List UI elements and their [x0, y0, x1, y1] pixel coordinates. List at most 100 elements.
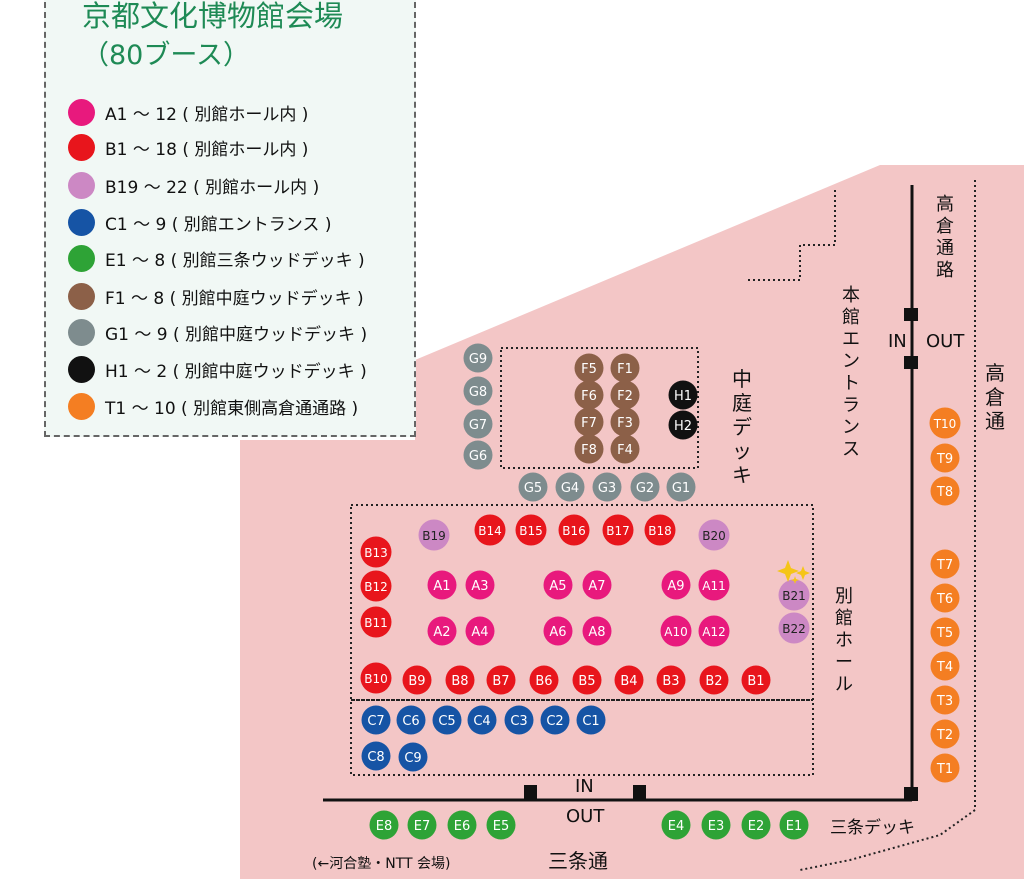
- booth-marker: [929, 407, 961, 439]
- booth-marker: [432, 705, 462, 735]
- booth-marker: [741, 810, 771, 840]
- booth-marker: [576, 705, 606, 735]
- booth-marker: [592, 472, 622, 502]
- booth-label: B20: [702, 529, 726, 543]
- booth-b18[interactable]: B18: [644, 514, 676, 546]
- booth-c7[interactable]: C7: [361, 705, 391, 735]
- booth-b3[interactable]: B3: [656, 665, 686, 695]
- booth-c8[interactable]: C8: [361, 741, 391, 771]
- booth-t8[interactable]: T8: [930, 476, 960, 506]
- booth-b15[interactable]: B15: [515, 514, 547, 546]
- booth-f1[interactable]: F1: [610, 353, 640, 383]
- booth-g3[interactable]: G3: [592, 472, 622, 502]
- booth-f2[interactable]: F2: [610, 380, 640, 410]
- booth-g1[interactable]: G1: [666, 472, 696, 502]
- booth-c3[interactable]: C3: [504, 705, 534, 735]
- booth-t7[interactable]: T7: [930, 549, 960, 579]
- booth-label: T6: [936, 592, 953, 607]
- booth-e8[interactable]: E8: [369, 810, 399, 840]
- booth-t4[interactable]: T4: [930, 651, 960, 681]
- booth-a11[interactable]: A11: [698, 569, 730, 601]
- booth-b17[interactable]: B17: [602, 514, 634, 546]
- booth-c9[interactable]: C9: [398, 742, 428, 772]
- booth-b7[interactable]: B7: [486, 665, 516, 695]
- booth-a9[interactable]: A9: [661, 570, 691, 600]
- booth-marker: [360, 536, 392, 568]
- booth-marker: [644, 514, 676, 546]
- booth-a2[interactable]: A2: [427, 616, 457, 646]
- booth-t1[interactable]: T1: [930, 753, 960, 783]
- booth-a7[interactable]: A7: [582, 570, 612, 600]
- booth-label: G6: [469, 449, 487, 464]
- booth-f8[interactable]: F8: [574, 434, 604, 464]
- booth-t9[interactable]: T9: [930, 443, 960, 473]
- booth-marker: [418, 519, 450, 551]
- booth-f7[interactable]: F7: [574, 407, 604, 437]
- booth-b14[interactable]: B14: [474, 514, 506, 546]
- booth-b4[interactable]: B4: [614, 665, 644, 695]
- booth-f6[interactable]: F6: [574, 380, 604, 410]
- booth-g8[interactable]: G8: [463, 376, 493, 406]
- booth-b22[interactable]: B22: [778, 612, 810, 644]
- booth-b5[interactable]: B5: [572, 665, 602, 695]
- booth-b8[interactable]: B8: [445, 665, 475, 695]
- legend-item: B19 ～ 22 ( 別館ホール内 ): [68, 170, 319, 200]
- booth-b13[interactable]: B13: [360, 536, 392, 568]
- booth-b16[interactable]: B16: [558, 514, 590, 546]
- booth-label: H1: [674, 389, 692, 404]
- booth-g5[interactable]: G5: [518, 472, 548, 502]
- booth-b6[interactable]: B6: [529, 665, 559, 695]
- booth-e1[interactable]: E1: [779, 810, 809, 840]
- booth-marker: [930, 651, 960, 681]
- booth-c5[interactable]: C5: [432, 705, 462, 735]
- booth-e3[interactable]: E3: [701, 810, 731, 840]
- booth-e6[interactable]: E6: [447, 810, 477, 840]
- booth-t2[interactable]: T2: [930, 719, 960, 749]
- booth-marker: [360, 570, 392, 602]
- booth-b1[interactable]: B1: [741, 665, 771, 695]
- booth-g6[interactable]: G6: [463, 440, 493, 470]
- booth-c2[interactable]: C2: [540, 705, 570, 735]
- legend-color-dot: [68, 133, 95, 161]
- booth-b2[interactable]: B2: [699, 665, 729, 695]
- booth-b10[interactable]: B10: [360, 662, 392, 694]
- booth-e5[interactable]: E5: [486, 810, 516, 840]
- booth-t5[interactable]: T5: [930, 617, 960, 647]
- booth-e4[interactable]: E4: [661, 810, 691, 840]
- booth-b9[interactable]: B9: [402, 665, 432, 695]
- booth-g2[interactable]: G2: [630, 472, 660, 502]
- booth-t10[interactable]: T10: [929, 407, 961, 439]
- courtyard-deck-area: [500, 347, 699, 469]
- booth-h1[interactable]: H1: [668, 380, 698, 410]
- booth-a5[interactable]: A5: [543, 570, 573, 600]
- booth-b21[interactable]: B21: [778, 579, 810, 611]
- booth-a4[interactable]: A4: [465, 616, 495, 646]
- booth-c6[interactable]: C6: [396, 705, 426, 735]
- booth-f3[interactable]: F3: [610, 407, 640, 437]
- booth-b11[interactable]: B11: [360, 606, 392, 638]
- booth-c4[interactable]: C4: [467, 705, 497, 735]
- booth-t6[interactable]: T6: [930, 583, 960, 613]
- booth-b12[interactable]: B12: [360, 570, 392, 602]
- booth-g4[interactable]: G4: [555, 472, 585, 502]
- booth-label: F7: [581, 416, 597, 431]
- booth-c1[interactable]: C1: [576, 705, 606, 735]
- booth-g7[interactable]: G7: [463, 409, 493, 439]
- booth-a6[interactable]: A6: [543, 616, 573, 646]
- booth-a8[interactable]: A8: [582, 616, 612, 646]
- booth-b20[interactable]: B20: [698, 519, 730, 551]
- booth-h2[interactable]: H2: [668, 410, 698, 440]
- booth-a1[interactable]: A1: [427, 570, 457, 600]
- booth-a12[interactable]: A12: [698, 615, 730, 647]
- booth-f4[interactable]: F4: [610, 434, 640, 464]
- booth-g9[interactable]: G9: [463, 343, 493, 373]
- booth-a10[interactable]: A10: [660, 615, 692, 647]
- booth-e2[interactable]: E2: [741, 810, 771, 840]
- booth-a3[interactable]: A3: [465, 570, 495, 600]
- booth-e7[interactable]: E7: [407, 810, 437, 840]
- booth-t3[interactable]: T3: [930, 685, 960, 715]
- booth-f5[interactable]: F5: [574, 353, 604, 383]
- booth-b19[interactable]: B19: [418, 519, 450, 551]
- legend-item: H1 ～ 2 ( 別館中庭ウッドデッキ ): [68, 354, 367, 384]
